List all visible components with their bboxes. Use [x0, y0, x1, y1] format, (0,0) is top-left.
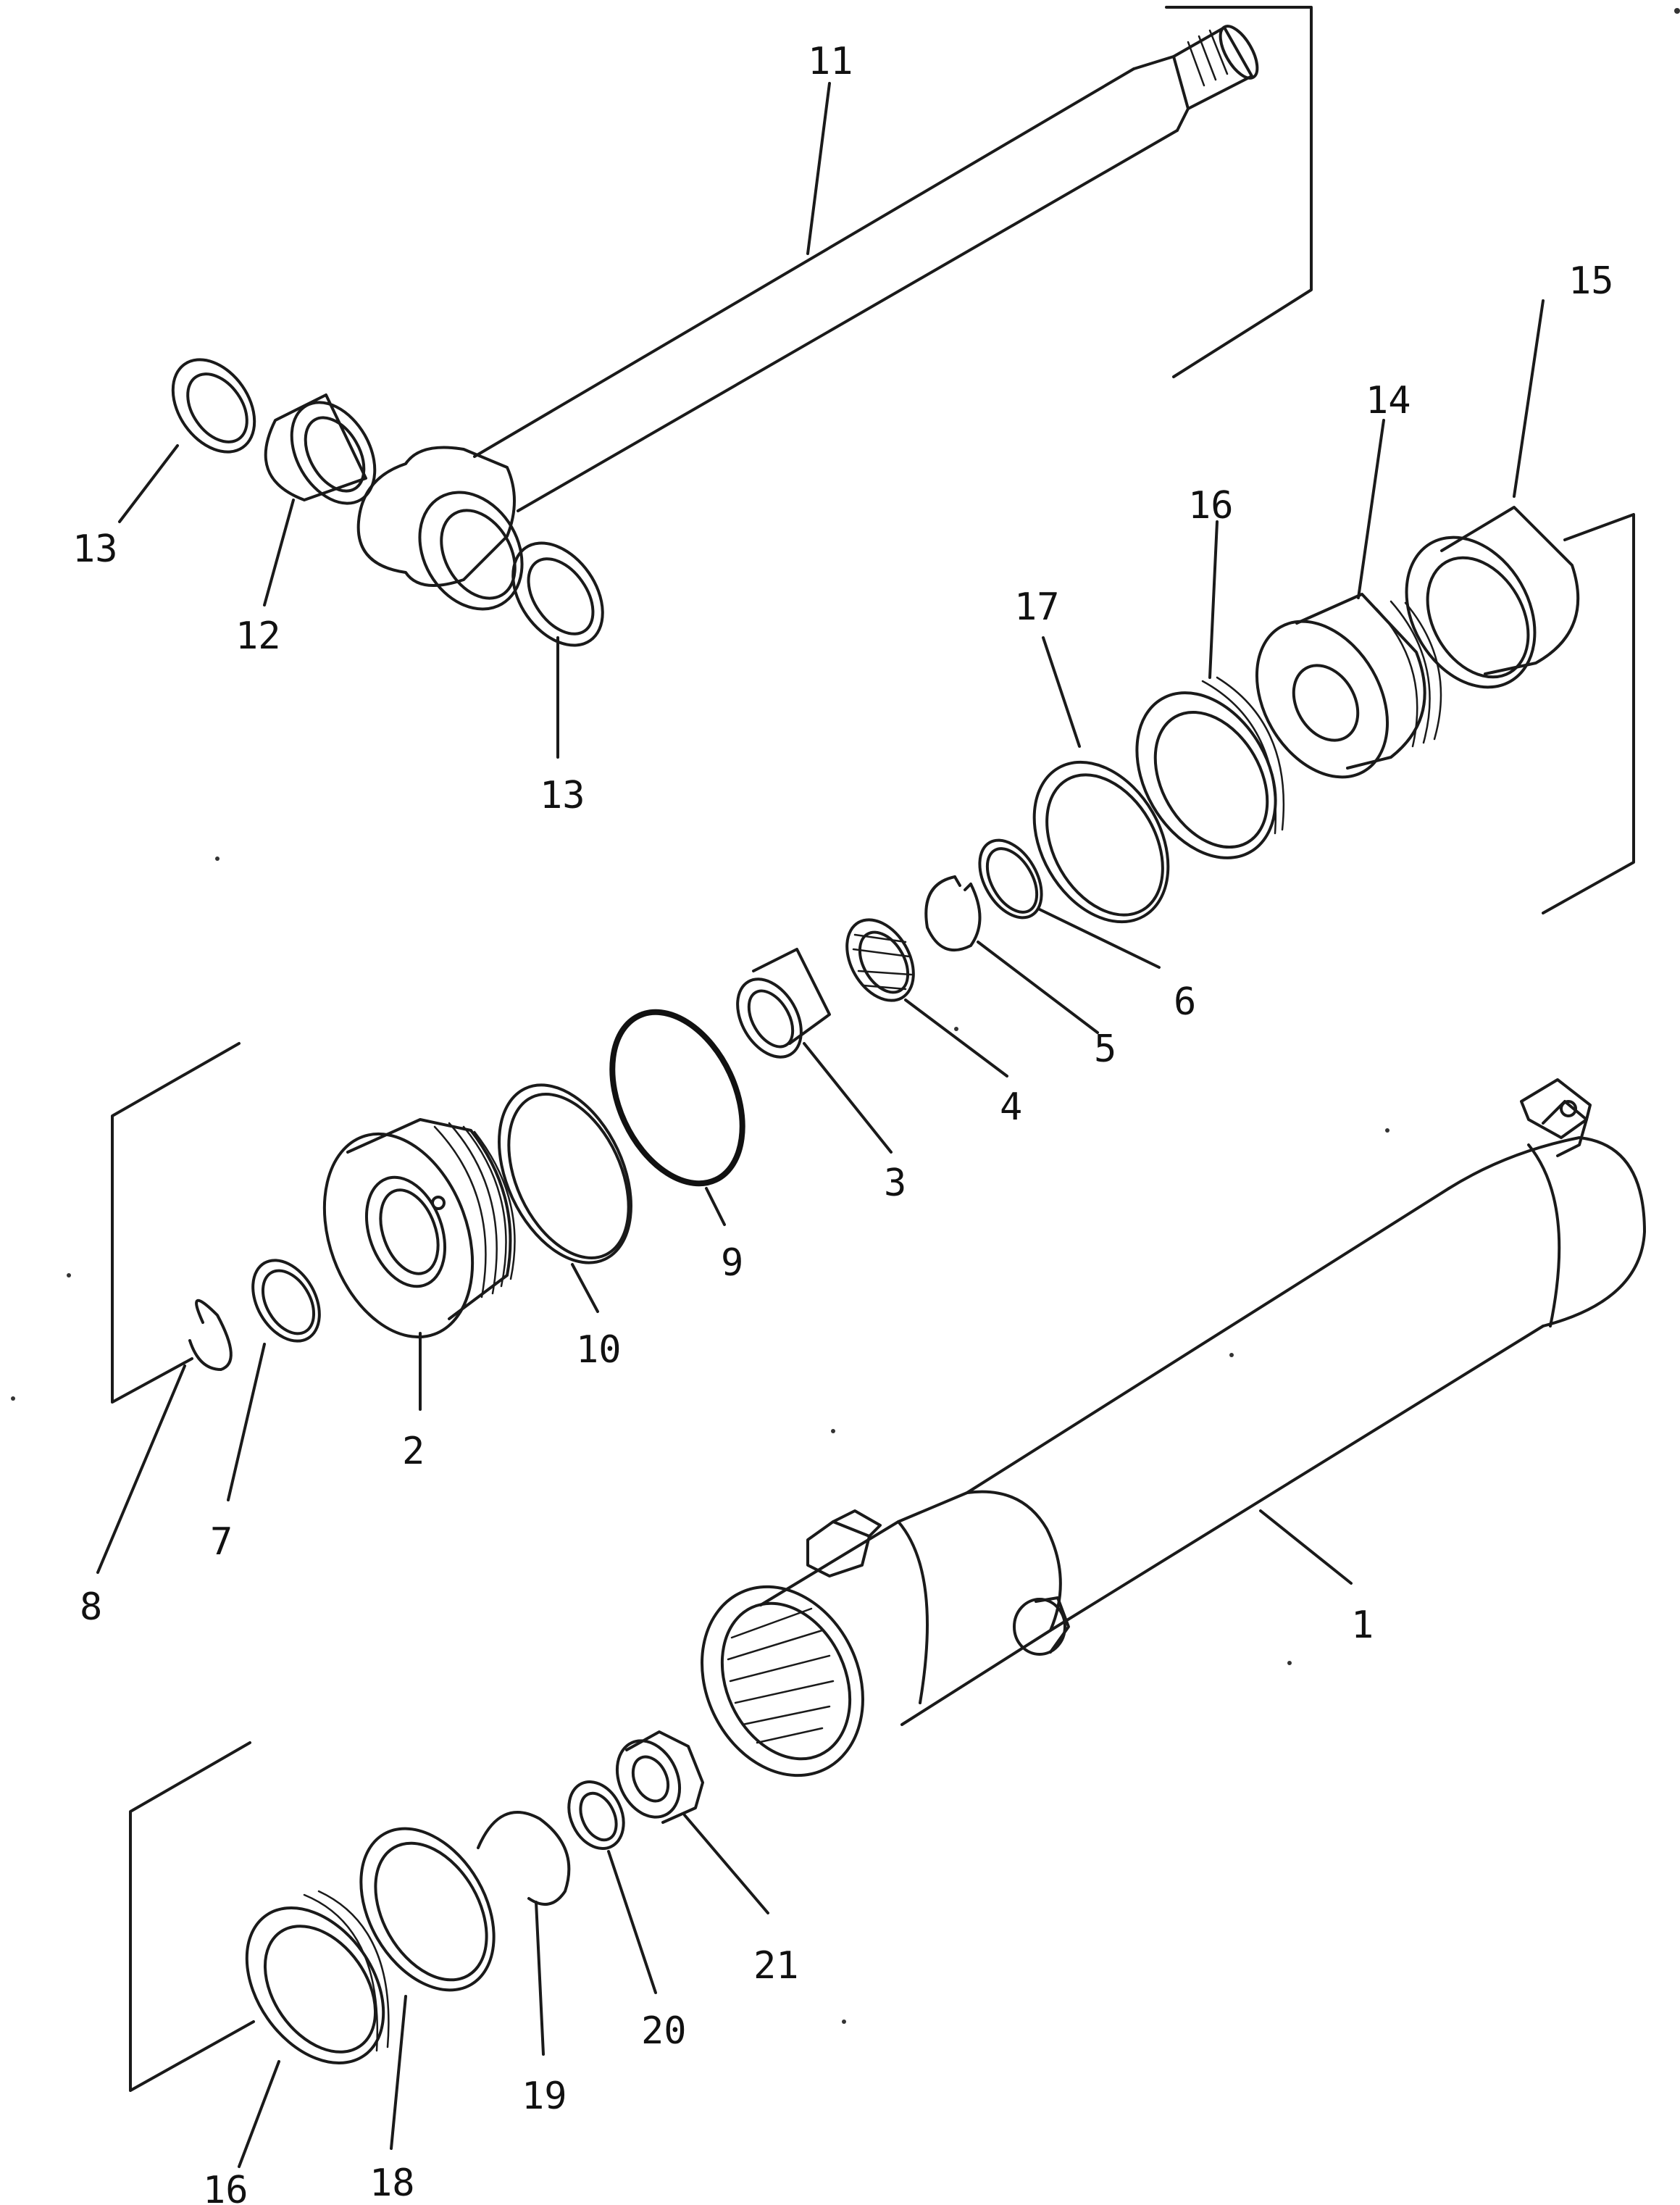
part-3 — [736, 948, 831, 1059]
callout-17: 17 — [1014, 585, 1060, 629]
callout-12: 12 — [235, 614, 281, 658]
part-7 — [251, 1259, 321, 1343]
callout-9: 9 — [721, 1241, 743, 1285]
callout-20: 20 — [641, 2009, 687, 2053]
callout-5: 5 — [1094, 1028, 1116, 1071]
part-9 — [609, 1009, 745, 1187]
callout-21: 21 — [753, 1944, 799, 1988]
part-10 — [498, 1083, 632, 1264]
bushing-12 — [264, 393, 377, 505]
callout-16-upper: 16 — [1188, 484, 1234, 528]
callout-4: 4 — [1000, 1085, 1022, 1129]
callout-6: 6 — [1174, 980, 1196, 1024]
specks — [11, 8, 1680, 2024]
callout-labels: 11 13 12 13 15 14 16 17 6 5 4 3 9 10 2 7… — [72, 40, 1614, 2205]
leader-lines — [96, 82, 1545, 2168]
part-5 — [924, 875, 982, 952]
callout-2: 2 — [402, 1430, 425, 1473]
cylinder-tube — [701, 1078, 1646, 1777]
part-19 — [477, 1811, 571, 1906]
bushing-13-right — [511, 541, 604, 647]
part-2-piston — [322, 1118, 516, 1339]
part-21 — [615, 1730, 704, 1824]
callout-18: 18 — [369, 2162, 415, 2205]
callout-3: 3 — [884, 1162, 906, 1205]
callout-13-right: 13 — [540, 774, 585, 817]
gland-seal-group — [1032, 506, 1580, 924]
part-8 — [188, 1299, 233, 1371]
callout-19: 19 — [522, 2075, 567, 2118]
part-18 — [359, 1827, 496, 1992]
part-20 — [567, 1780, 625, 1850]
callout-7: 7 — [210, 1520, 233, 1564]
part-16-lower — [245, 1890, 390, 2064]
part-4 — [845, 918, 915, 1002]
callout-15: 15 — [1568, 259, 1614, 303]
callout-14: 14 — [1366, 379, 1411, 422]
callout-1: 1 — [1351, 1604, 1374, 1647]
callout-13-left: 13 — [72, 528, 118, 571]
callout-16-lower: 16 — [203, 2169, 248, 2205]
bushing-13-left — [171, 358, 256, 454]
callout-8: 8 — [80, 1585, 102, 1629]
piston-rod — [356, 25, 1259, 611]
callout-10: 10 — [576, 1328, 622, 1372]
callout-11: 11 — [808, 40, 853, 83]
part-6 — [978, 838, 1043, 920]
